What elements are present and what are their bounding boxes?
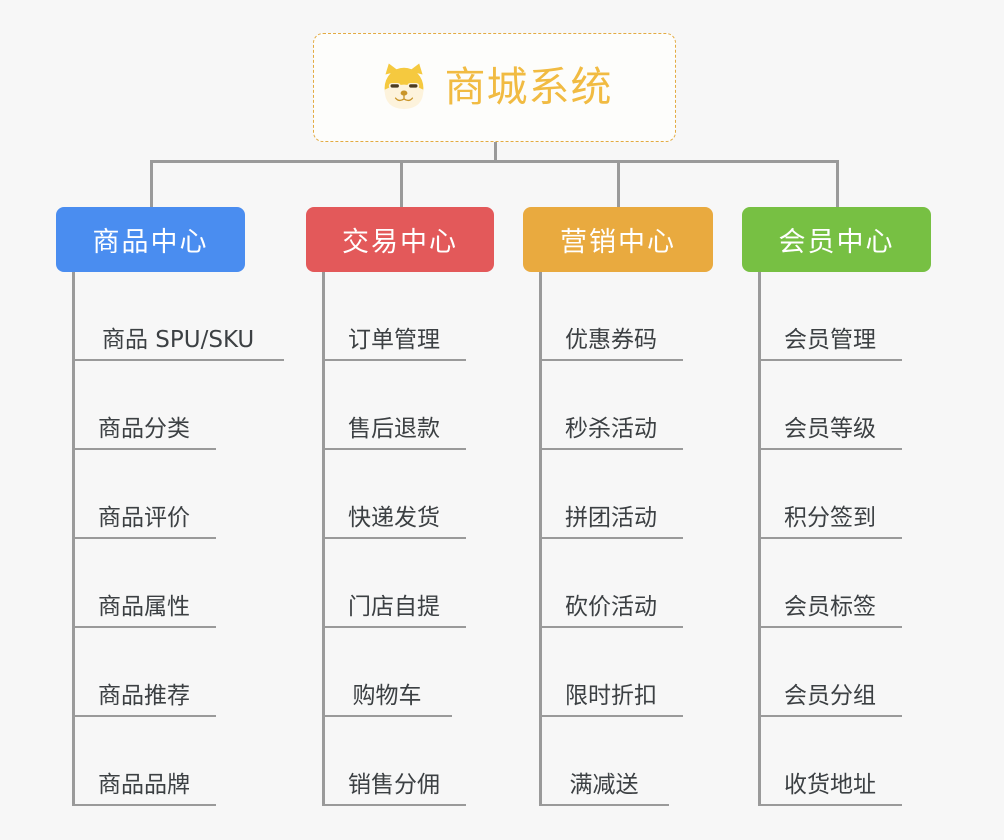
leaf-label: 销售分佣	[322, 772, 466, 806]
connector-drop-4	[836, 160, 839, 207]
list-item[interactable]: 商品品牌	[56, 717, 284, 806]
leaf-label: 收货地址	[758, 772, 902, 806]
list-item[interactable]: 拼团活动	[523, 450, 713, 539]
branch-column-product: 商品中心 商品 SPU/SKU 商品分类 商品评价 商品属性 商品推荐 商品品牌	[56, 207, 285, 806]
leaf-label: 门店自提	[322, 594, 466, 628]
leaf-label: 售后退款	[322, 416, 466, 450]
list-item[interactable]: 商品分类	[56, 361, 284, 450]
list-item[interactable]: 秒杀活动	[523, 361, 713, 450]
leaf-label: 优惠券码	[539, 327, 683, 361]
category-header-label: 会员中心	[778, 227, 895, 258]
category-header-label: 交易中心	[342, 227, 458, 258]
list-item[interactable]: 收货地址	[742, 717, 931, 806]
leaf-label: 商品品牌	[72, 772, 216, 806]
leaf-label: 会员管理	[758, 327, 902, 361]
leaf-label: 积分签到	[758, 505, 902, 539]
category-header-member[interactable]: 会员中心	[742, 207, 931, 272]
list-item[interactable]: 限时折扣	[523, 628, 713, 717]
category-header-product[interactable]: 商品中心	[56, 207, 245, 272]
list-item[interactable]: 优惠券码	[523, 272, 713, 361]
branch-column-trade: 交易中心 订单管理 售后退款 快递发货 门店自提 购物车 销售分佣	[306, 207, 494, 806]
connector-root-stem	[494, 142, 497, 163]
connector-drop-3	[617, 160, 620, 207]
category-header-label: 商品中心	[92, 227, 209, 258]
leaf-label: 秒杀活动	[539, 416, 683, 450]
connector-drop-2	[400, 160, 403, 207]
branch-column-marketing: 营销中心 优惠券码 秒杀活动 拼团活动 砍价活动 限时折扣 满减送	[523, 207, 713, 806]
leaf-label: 会员分组	[758, 683, 902, 717]
leaf-label: 商品评价	[72, 505, 216, 539]
list-item[interactable]: 售后退款	[306, 361, 494, 450]
connector-drop-1	[150, 160, 153, 207]
list-item[interactable]: 会员管理	[742, 272, 931, 361]
leaf-list-member: 会员管理 会员等级 积分签到 会员标签 会员分组 收货地址	[742, 272, 931, 806]
leaf-label: 订单管理	[322, 327, 466, 361]
list-item[interactable]: 商品评价	[56, 450, 284, 539]
root-title: 商城系统	[444, 63, 613, 111]
shiba-dog-icon	[384, 63, 423, 109]
connector-horizontal-bus	[150, 160, 839, 163]
leaf-list-product: 商品 SPU/SKU 商品分类 商品评价 商品属性 商品推荐 商品品牌	[56, 272, 285, 806]
leaf-list-trade: 订单管理 售后退款 快递发货 门店自提 购物车 销售分佣	[306, 272, 494, 806]
leaf-label: 满减送	[539, 772, 669, 806]
list-item[interactable]: 门店自提	[306, 539, 494, 628]
leaf-label: 会员标签	[758, 594, 902, 628]
leaf-label: 砍价活动	[539, 594, 683, 628]
list-item[interactable]: 会员标签	[742, 539, 931, 628]
branch-column-member: 会员中心 会员管理 会员等级 积分签到 会员标签 会员分组 收货地址	[742, 207, 931, 806]
leaf-label: 商品 SPU/SKU	[72, 327, 285, 361]
list-item[interactable]: 商品属性	[56, 539, 284, 628]
category-header-trade[interactable]: 交易中心	[306, 207, 494, 272]
leaf-label: 商品属性	[72, 594, 216, 628]
list-item[interactable]: 满减送	[523, 717, 713, 806]
leaf-label: 购物车	[322, 683, 452, 717]
category-header-label: 营销中心	[560, 227, 676, 258]
list-item[interactable]: 砍价活动	[523, 539, 713, 628]
list-item[interactable]: 商品推荐	[56, 628, 284, 717]
list-item[interactable]: 会员分组	[742, 628, 931, 717]
list-item[interactable]: 购物车	[306, 628, 494, 717]
list-item[interactable]: 订单管理	[306, 272, 494, 361]
leaf-list-marketing: 优惠券码 秒杀活动 拼团活动 砍价活动 限时折扣 满减送	[523, 272, 713, 806]
root-node[interactable]: 商城系统	[313, 33, 676, 142]
leaf-label: 商品推荐	[72, 683, 216, 717]
list-item[interactable]: 销售分佣	[306, 717, 494, 806]
list-item[interactable]: 快递发货	[306, 450, 494, 539]
category-header-marketing[interactable]: 营销中心	[523, 207, 713, 272]
list-item[interactable]: 积分签到	[742, 450, 931, 539]
leaf-label: 拼团活动	[539, 505, 683, 539]
leaf-label: 会员等级	[758, 416, 902, 450]
list-item[interactable]: 会员等级	[742, 361, 931, 450]
list-item[interactable]: 商品 SPU/SKU	[56, 272, 285, 361]
leaf-label: 限时折扣	[539, 683, 683, 717]
leaf-label: 快递发货	[322, 505, 466, 539]
leaf-label: 商品分类	[72, 416, 216, 450]
